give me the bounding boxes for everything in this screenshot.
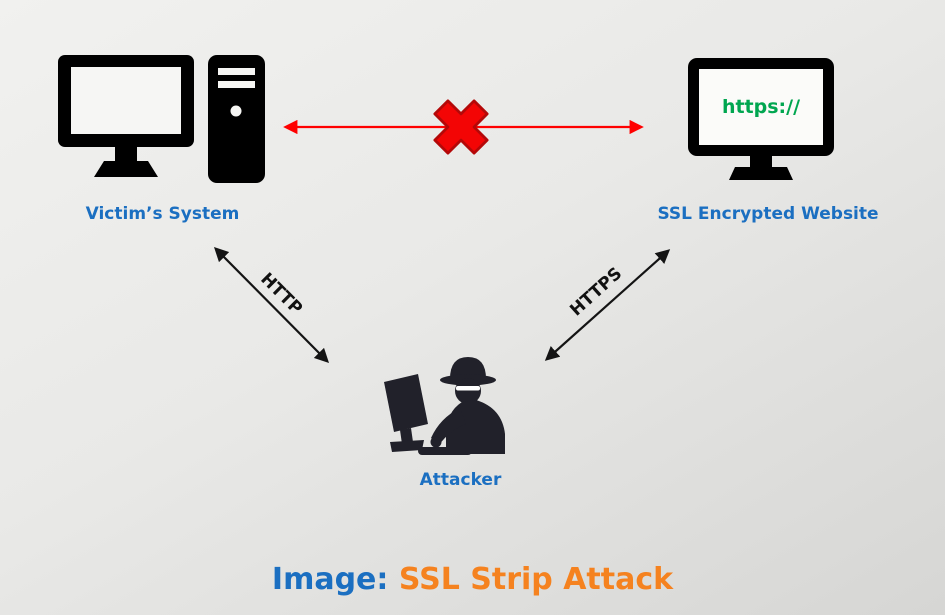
ssl-website-label: SSL Encrypted Website [657,204,879,224]
https-screen-text: https:// [722,96,800,118]
victim-label: Victim’s System [85,204,240,224]
http-edge-label: HTTP [256,269,306,319]
attacker-label: Attacker [419,470,502,490]
blocked-x-icon [433,99,489,155]
image-caption: Image: SSL Strip Attack [0,562,945,597]
ssl-website-icon: https:// [688,58,834,180]
attacker-icon [384,357,505,455]
caption-prefix: Image: [271,562,389,597]
victim-computer-icon [58,55,265,183]
https-edge-label: HTTPS [566,263,627,321]
caption-title: SSL Strip Attack [398,562,674,597]
http-arrow [213,246,330,364]
